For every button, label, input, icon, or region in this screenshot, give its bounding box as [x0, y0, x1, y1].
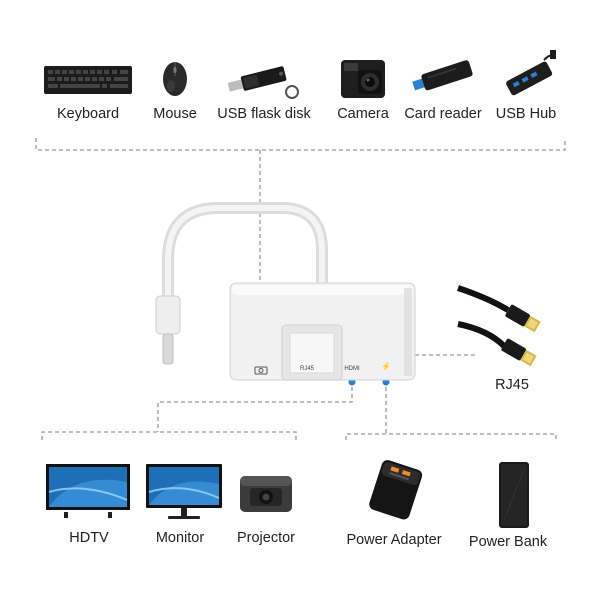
hdtv-item — [44, 462, 132, 525]
projector-item — [236, 470, 296, 521]
projector-label: Projector — [236, 530, 296, 546]
rj45-cable-item — [448, 284, 558, 381]
camera-label: Camera — [337, 106, 389, 122]
rj45-port-label: RJ45 — [299, 366, 314, 372]
camera-item — [338, 56, 388, 107]
power-bank-icon — [499, 462, 529, 528]
keyboard-item — [40, 60, 136, 105]
keyboard-icon — [44, 66, 132, 94]
hdtv-label: HDTV — [69, 530, 109, 546]
rj45-cable-label: RJ45 — [495, 377, 529, 393]
power-bank-item — [496, 460, 532, 535]
power-adapter-label: Power Adapter — [346, 532, 442, 548]
ethernet-cable-icon — [457, 285, 541, 367]
usb-flash-disk-label: USB flask disk — [217, 106, 311, 122]
projector-icon — [240, 476, 292, 512]
usb-port-camera-icon — [254, 362, 268, 375]
power-port-label: ⚡ — [381, 362, 391, 371]
keyboard-label: Keyboard — [56, 106, 120, 122]
mouse-icon — [163, 62, 187, 96]
mouse-label: Mouse — [153, 106, 197, 122]
usb-hub-label: USB Hub — [495, 106, 557, 122]
power-adapter-icon — [369, 460, 423, 520]
camera-icon — [341, 60, 385, 98]
card-reader-icon — [412, 60, 473, 91]
power-adapter-item — [362, 456, 430, 531]
card-reader-item — [408, 56, 478, 101]
monitor-item — [144, 462, 224, 527]
mouse-item — [158, 56, 192, 105]
tv-icon — [46, 464, 130, 518]
monitor-icon — [146, 464, 222, 519]
usb-hub-icon — [506, 50, 556, 96]
monitor-label: Monitor — [155, 530, 205, 546]
usb-flash-disk-icon — [227, 66, 299, 99]
card-reader-label: Card reader — [404, 106, 482, 122]
usb-flash-disk-item — [224, 56, 304, 107]
power-bank-label: Power Bank — [468, 534, 548, 550]
hdmi-port-label: HDMI — [344, 366, 360, 372]
usb-hub-item — [500, 48, 560, 103]
